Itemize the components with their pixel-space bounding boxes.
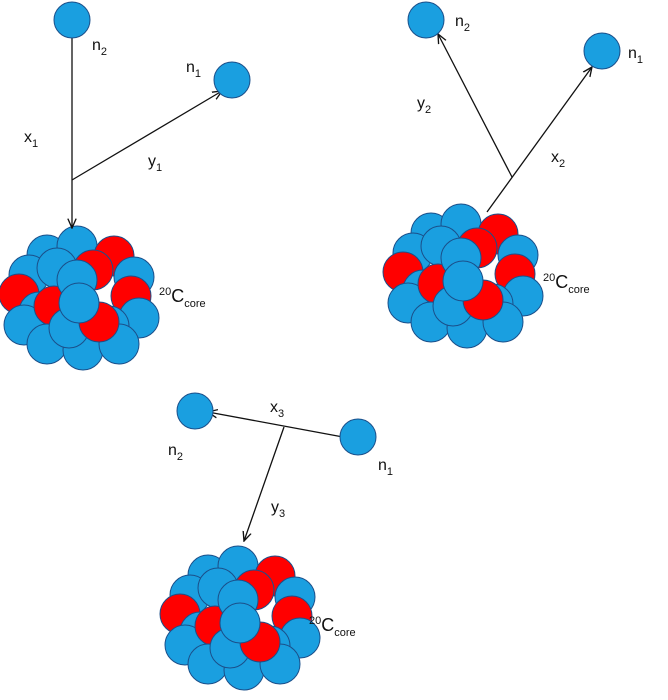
vector-y2 <box>438 34 513 178</box>
coordinate-x1-label: x1 <box>24 129 38 150</box>
neutron-n1-label: n1 <box>186 59 201 80</box>
panel-2: n2 n1 y2 x2 20Ccore <box>382 1 643 349</box>
neutron <box>58 282 100 324</box>
neutron-n2-label: n2 <box>455 13 470 34</box>
neutron-n2-label: n2 <box>168 442 183 463</box>
vector-y1 <box>71 91 222 181</box>
core-label: 20Ccore <box>543 272 590 296</box>
coordinate-x3-label: x3 <box>270 399 284 420</box>
core-nucleus <box>159 545 321 691</box>
neutron-n1-label: n1 <box>378 457 393 478</box>
core-label: 20Ccore <box>159 286 206 310</box>
neutron-n2-label: n2 <box>92 37 107 58</box>
vector-y3 <box>244 426 285 541</box>
coordinate-y2-label: y2 <box>417 95 431 116</box>
coordinate-y3-label: y3 <box>271 499 285 520</box>
neutron-n2 <box>53 1 91 39</box>
coordinate-y1-label: y1 <box>148 153 162 174</box>
neutron <box>219 602 261 644</box>
neutron-n2 <box>407 1 445 39</box>
neutron-n1 <box>339 418 377 456</box>
panel-1: n2 n1 x1 y1 20Ccore <box>0 1 251 371</box>
neutron <box>442 260 484 302</box>
panel-3: n2 n1 x3 y3 20Ccore <box>159 392 393 691</box>
neutron-n1-label: n1 <box>628 45 643 66</box>
core-nucleus <box>382 203 544 349</box>
neutron-n1 <box>583 32 621 70</box>
core-nucleus <box>0 225 160 371</box>
core-label: 20Ccore <box>309 615 356 639</box>
vector-x3 <box>208 412 344 438</box>
vector-x2 <box>486 67 592 213</box>
coordinate-x2-label: x2 <box>551 149 565 170</box>
neutron-n1 <box>213 61 251 99</box>
neutron-n2 <box>176 392 214 430</box>
